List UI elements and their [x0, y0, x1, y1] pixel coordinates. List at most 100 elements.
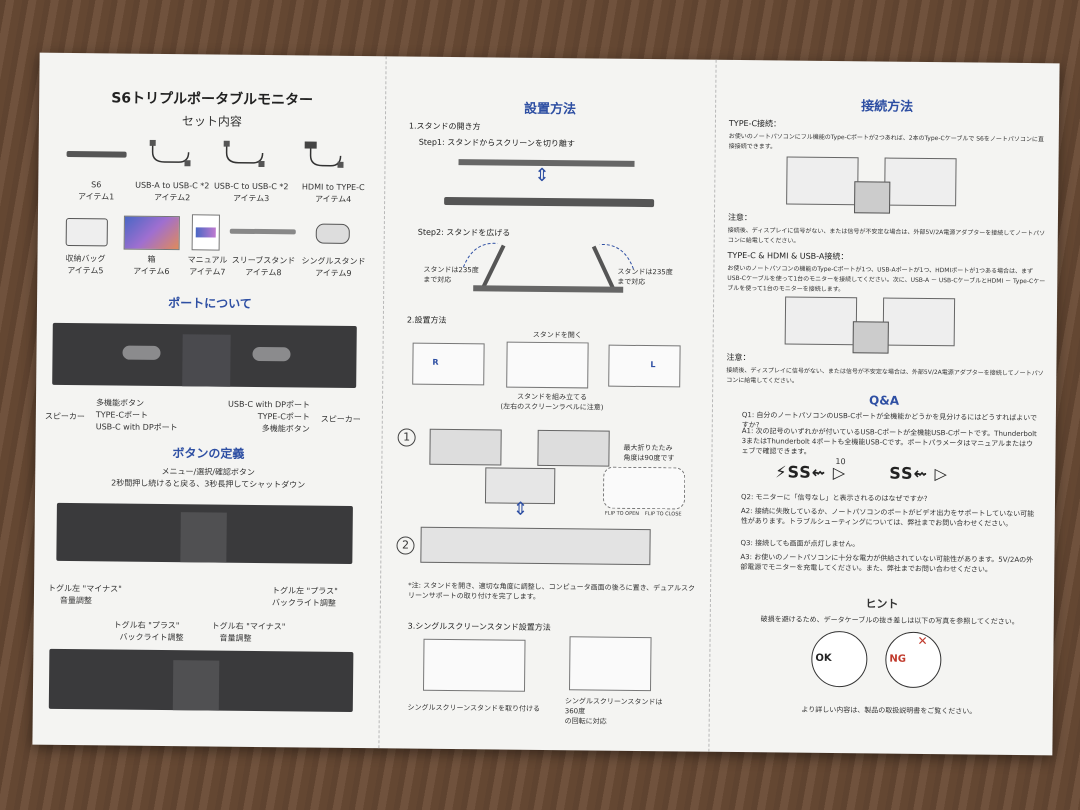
- usb-c-cable-icon: [223, 140, 265, 168]
- note-1: 接続後、ディスプレイに信号がない、または信号が不安定な場合は、外部5V/2A電源…: [727, 226, 1046, 245]
- hdmi-cable-icon: [304, 141, 344, 168]
- monitor-ports-image: [52, 322, 357, 389]
- open-stand-label: スタンドを開く: [532, 330, 582, 340]
- toggle-left-minus: トグル左 "マイナス": [47, 583, 122, 594]
- toggle-right-plus: トグル右 "プラス": [113, 620, 180, 631]
- typec-laptop: [854, 181, 891, 214]
- box-image: [123, 215, 180, 251]
- port-usbc-dp-left: USB-C with DPポート: [95, 422, 178, 433]
- toggle-left-plus: トグル左 "プラス": [271, 586, 338, 596]
- typec-title: TYPE-C接続：: [728, 118, 782, 129]
- port-speaker-right: スピーカー: [320, 414, 361, 425]
- port-usbc-dp-right: USB-C with DPポート: [227, 399, 311, 410]
- middle-panel: 設置方法 1.スタンドの開き方 Step1: スタンドからスクリーンを切り離す …: [378, 56, 715, 751]
- degree-left: スタンドは235度 まで対応: [423, 265, 479, 285]
- attach-arrow-icon: ⇕: [512, 498, 529, 520]
- item-9-name: シングルスタンド: [301, 256, 366, 267]
- item-3-name: USB-C to USB-C *2: [213, 181, 289, 192]
- section-3-title: 3.シングルスクリーンスタンド設置方法: [407, 621, 551, 633]
- stand-bar-bottom: [444, 196, 655, 208]
- mix-right-screen: [882, 297, 956, 347]
- ng-label: NG: [889, 653, 906, 665]
- mix-left-screen: [784, 296, 858, 346]
- connection-heading: 接続方法: [861, 99, 914, 115]
- setup-note: *注: スタンドを開き、適切な角度に調整し、コンピュータ画面の後ろに置き、デュア…: [407, 581, 696, 601]
- setup-heading: 設置方法: [523, 101, 577, 118]
- typec-right-screen: [884, 157, 957, 207]
- flip-open-label: FLIP TO OPEN: [604, 510, 640, 517]
- contents-subtitle: セット内容: [181, 114, 243, 129]
- step-number-1: 1: [397, 428, 416, 447]
- q2: Q2: モニターに「信号なし」と表示されるのはなぜですか？: [740, 493, 931, 504]
- toggle-left-plus-sub: バックライト調整: [271, 598, 336, 608]
- flip-detail-box: [602, 466, 686, 510]
- manual-image: [191, 214, 220, 251]
- note-2-title: 注意：: [726, 352, 751, 363]
- a2: A2: 接続に失敗しているか、ノートパソコンのポートがビデオ出力をサポートしてい…: [740, 507, 1035, 528]
- mix-desc: お使いのノートパソコンの機能のType-Cポートが1つ、USB-Aポートが1つ、…: [727, 264, 1046, 294]
- item-4-num: アイテム4: [314, 194, 352, 204]
- note-2: 接続後、ディスプレイに信号がない、または信号が不安定な場合は、外部5V/2A電源…: [726, 366, 1044, 385]
- label-r: R: [432, 357, 439, 367]
- ss-10: 10: [835, 457, 846, 467]
- a3: A3: お使いのノートパソコンに十分な電力が供給されていない可能性があります。5…: [740, 553, 1034, 574]
- item-3-num: アイテム3: [232, 193, 270, 204]
- toggle-left-minus-sub: 音量調整: [59, 595, 92, 606]
- step-number-2: 2: [396, 536, 415, 555]
- hint-desc: 破損を避けるため、データケーブルの抜き差しは以下の写真を参照してください。: [760, 615, 1019, 626]
- ok-label: OK: [815, 652, 832, 665]
- degree-right: スタンドは235度 まで対応: [617, 267, 673, 287]
- port-speaker-left: スピーカー: [44, 411, 85, 422]
- item-8-num: アイテム8: [245, 267, 282, 278]
- a1: A1: 次の記号のいずれかが付いているUSB-Cポートが全機能USB-Cポートで…: [741, 427, 1037, 456]
- port-typec-right: TYPE-Cポート: [257, 411, 310, 422]
- single-stand-rotate: シングルスクリーンスタンドは360度 の回転に対応: [564, 697, 663, 726]
- single-stand-image: [315, 223, 350, 244]
- item-s6-image: [66, 150, 127, 158]
- stand-open-diagram: [462, 242, 634, 293]
- toggle-right-minus-sub: 音量調整: [219, 633, 252, 643]
- step-1-title: Step1: スタンドからスクリーンを切り離す: [418, 137, 575, 149]
- toggle-right-plus-sub: バックライト調整: [119, 632, 184, 643]
- single-stand-attach: シングルスクリーンスタンドを取り付ける: [407, 703, 541, 713]
- left-panel: S6トリプルポータブルモニター セット内容 S6 アイテム1 USB-A to …: [32, 53, 385, 749]
- stand-right-box: [608, 344, 681, 388]
- flip-close-label: FLIP TO CLOSE: [644, 511, 682, 518]
- assemble-label: スタンドを組み立てる (左右のスクリーンラベルに注意): [500, 392, 604, 412]
- bag-image: [65, 217, 108, 247]
- ss-symbol-2: SS⇜ ▷: [889, 463, 949, 484]
- sleeve-stand-image: [229, 228, 296, 235]
- stand-left-box: [412, 342, 485, 386]
- qa-heading: Q&A: [868, 393, 900, 408]
- section-1-title: 1.スタンドの開き方: [408, 121, 481, 132]
- usb-a-cable-icon: [149, 139, 191, 167]
- ng-cross-icon: ✕: [917, 633, 928, 649]
- menu-button-desc: 2秒間押し続けると戻る、3秒長押してシャットダウン: [111, 478, 306, 490]
- single-stand-rotate-image: [569, 636, 652, 692]
- label-l: L: [650, 360, 656, 370]
- screen-right-image: [537, 429, 610, 467]
- typec-left-screen: [786, 156, 859, 206]
- port-multi-right: 多機能ボタン: [261, 424, 310, 434]
- section-2-title: 2.設置方法: [406, 315, 447, 325]
- hint-heading: ヒント: [865, 597, 899, 611]
- item-8-name: スリーブスタンド: [231, 255, 296, 266]
- monitor-toggle-image: [48, 648, 354, 712]
- typec-desc: お使いのノートパソコンにフル機能のType-Cポートが2つあれば、2本のType…: [728, 132, 1044, 151]
- product-title: S6トリプルポータブルモニター: [111, 90, 314, 109]
- single-stand-attach-image: [422, 638, 526, 692]
- toggle-right-minus: トグル右 "マイナス": [211, 621, 286, 632]
- triple-screen-image: [420, 526, 651, 566]
- screen-left-image: [429, 428, 502, 466]
- port-multi-left: 多機能ボタン: [95, 398, 145, 408]
- stand-center-box: [506, 341, 589, 389]
- fold-angle-info: 最大折りたたみ 角度は90度です: [623, 443, 675, 463]
- mix-laptop: [852, 321, 889, 354]
- item-4-name: HDMI to TYPE-C: [301, 182, 365, 193]
- q3: Q3: 接続しても画面が点灯しません。: [740, 539, 860, 549]
- instruction-sheet: S6トリプルポータブルモニター セット内容 S6 アイテム1 USB-A to …: [32, 52, 1060, 756]
- ports-heading: ポートについて: [168, 296, 252, 311]
- item-9-num: アイテム9: [315, 268, 352, 278]
- mix-title: TYPE-C & HDMI & USB-A接続：: [727, 250, 849, 262]
- port-typec-left: TYPE-Cポート: [95, 410, 149, 420]
